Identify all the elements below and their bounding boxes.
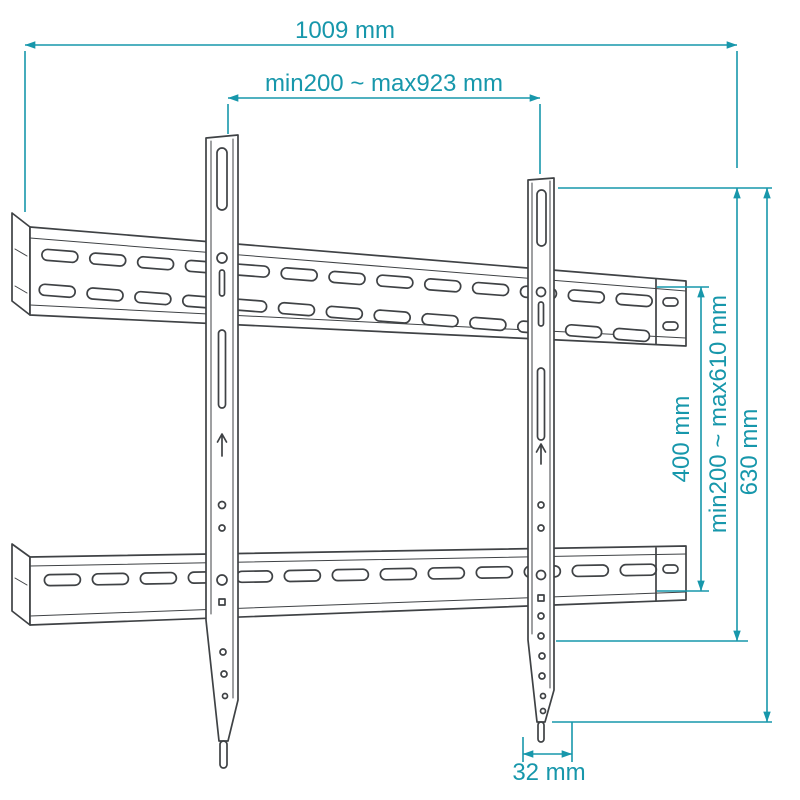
right-bracket-hole (537, 501, 545, 509)
top-rail-hem-top (29, 237, 687, 292)
left-bracket-square-hole (218, 598, 226, 606)
left-bracket-hole (221, 692, 229, 700)
dim-label-horizontal-hole-range: min200 ~ max923 mm (265, 70, 503, 97)
right-bracket-screw-hole (535, 286, 547, 298)
right-bracket-hole (537, 612, 545, 620)
up-arrow-icon (535, 443, 547, 465)
left-bracket-screw-hole (216, 252, 228, 264)
left-bracket-long-slot (217, 329, 227, 409)
left-bracket-hole (218, 524, 226, 532)
bottom-rail-cap-slot-mark (14, 577, 28, 586)
right-bracket-hole (537, 632, 545, 640)
top-rail (11, 212, 687, 347)
right-bracket-long-slot (536, 367, 546, 441)
dimensions: 1009 mm min200 ~ max923 mm 400 mm min200… (24, 17, 772, 786)
dim-label-bracket-height: 630 mm (736, 409, 763, 496)
dimension-bracket-height: 630 mm (552, 187, 772, 723)
dim-label-vertical-hole-range: min200 ~ max610 mm (705, 295, 732, 533)
top-rail-cap-slot-mark (14, 285, 28, 294)
right-bracket-top-slot (536, 189, 547, 247)
right-bracket-hole (538, 652, 546, 660)
left-bracket (205, 134, 239, 769)
dim-label-overall-width: 1009 mm (295, 17, 395, 44)
bottom-rail-hem-top (29, 553, 687, 567)
dimension-profile-depth: 32 mm (512, 722, 586, 786)
top-rail-cap-slot-mark (14, 248, 28, 257)
top-rail-end-cap (11, 212, 31, 316)
bottom-rail-face (29, 545, 687, 626)
dimension-horizontal-hole-range: min200 ~ max923 mm (227, 70, 541, 174)
dim-label-vertical-hole-spacing: 400 mm (668, 396, 695, 483)
top-rail-end-slot (662, 297, 679, 307)
left-bracket-hole (219, 648, 227, 656)
dimension-vertical-hole-range: min200 ~ max610 mm (556, 187, 772, 642)
bottom-rail-hem-bottom (29, 591, 687, 617)
right-bracket-stem (537, 721, 545, 743)
top-rail-face (29, 226, 687, 347)
left-bracket-hole (217, 500, 227, 510)
left-bracket-top-slot (216, 147, 228, 211)
right-bracket-small-slot (537, 301, 545, 327)
left-bracket-small-slot (218, 269, 226, 297)
dimension-vertical-hole-spacing: 400 mm (657, 286, 709, 592)
up-arrow-icon (216, 433, 228, 457)
right-bracket-screw-hole (535, 569, 547, 581)
bottom-rail-end-slot (662, 564, 679, 574)
left-bracket-hole (220, 670, 228, 678)
left-bracket-screw-hole (216, 574, 228, 586)
dimension-overall-width: 1009 mm (24, 17, 738, 212)
right-bracket-square-hole (537, 594, 545, 602)
dim-label-profile-depth: 32 mm (512, 759, 585, 786)
right-bracket-hole (539, 692, 547, 700)
right-bracket (527, 177, 555, 743)
right-bracket-hole (538, 672, 546, 680)
left-bracket-stem (219, 740, 228, 769)
bottom-rail-end-cap (11, 543, 31, 626)
right-bracket-hole (539, 707, 547, 715)
top-rail-end-slot (662, 321, 679, 331)
bottom-rail (11, 543, 687, 626)
right-bracket-hole (537, 524, 545, 532)
